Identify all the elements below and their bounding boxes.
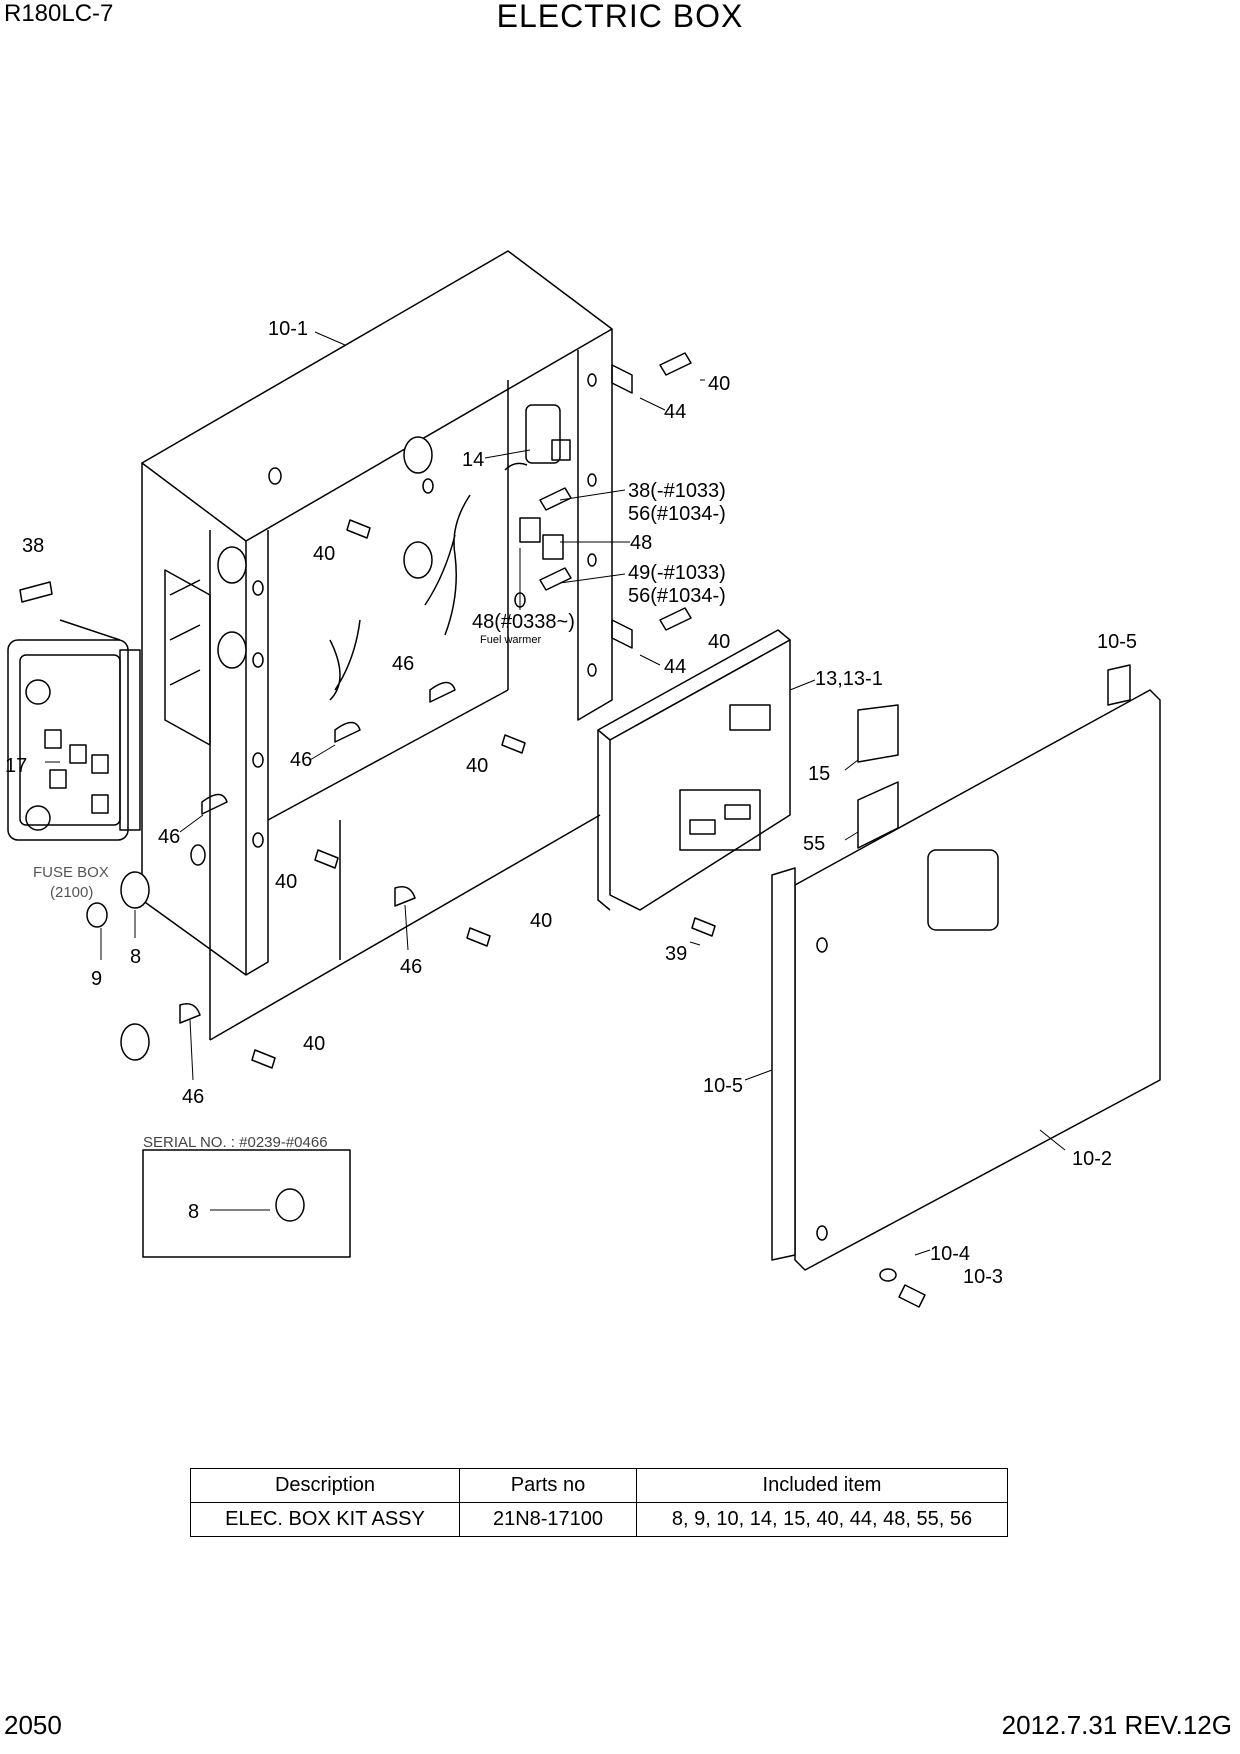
callout-48: 48 [630,532,652,554]
callout-10-1: 10-1 [268,318,308,340]
callout-44: 44 [664,401,686,423]
fuse-box-number: (2100) [50,884,93,901]
callout-10-4: 10-4 [930,1243,970,1265]
fuse-box-label: FUSE BOX [33,864,109,881]
callout-10-5: 10-5 [1097,631,1137,653]
callout-9: 9 [91,968,102,990]
callout-46: 46 [290,749,312,771]
callout-17: 17 [5,755,27,777]
controller-13 [597,629,791,911]
callout-48-fuel-warmer: 48(#0338~) [472,611,575,633]
bracket-44a [611,364,633,394]
callout-44: 44 [664,656,686,678]
table-cell: 8, 9, 10, 14, 15, 40, 44, 48, 55, 56 [636,1502,1008,1537]
revision-date: 2012.7.31 REV.12G [1001,1710,1232,1740]
callout-40: 40 [275,871,297,893]
bracket-44b [611,619,633,649]
label-15 [857,704,899,763]
column-header: Description [190,1468,460,1503]
fuse-box-17 [7,619,141,841]
sensor-8-inset [275,1188,305,1222]
callout-10-5: 10-5 [703,1075,743,1097]
relay-48b [542,534,564,560]
callout-40: 40 [530,910,552,932]
table-cell: 21N8-17100 [459,1502,637,1537]
fuel-warmer-note: Fuel warmer [480,634,541,646]
callout-8: 8 [188,1201,199,1223]
page-title: ELECTRIC BOX [496,0,744,34]
callout-49-56: 49(-#1033) [628,562,726,584]
clamps-46 [179,681,456,1024]
model-number: R180LC-7 [4,0,114,27]
callout-40: 40 [708,373,730,395]
callout-14: 14 [462,449,484,471]
washer-9 [86,902,108,928]
callout-46: 46 [400,956,422,978]
cover-10-2 [794,689,1161,1271]
sensor-8b [120,1023,150,1061]
callout-10-3: 10-3 [963,1266,1003,1288]
callout-38: 38 [22,535,44,557]
relay-48a [519,517,541,543]
callout-10-2: 10-2 [1072,1148,1112,1170]
relay-14 [504,404,571,471]
callout-40: 40 [313,543,335,565]
table-cell: ELEC. BOX KIT ASSY [190,1502,460,1537]
callout-55: 55 [803,833,825,855]
callout-15: 15 [808,763,830,785]
column-header: Parts no [459,1468,637,1503]
callout-40: 40 [466,755,488,777]
callout-46: 46 [392,653,414,675]
callout-46: 46 [158,826,180,848]
table-header-row: Description Parts no Included item [190,1468,1008,1503]
callout-40: 40 [303,1033,325,1055]
callout-40: 40 [708,631,730,653]
wire-harness [329,494,471,701]
sensor-8a [120,871,150,909]
page-number: 2050 [4,1710,62,1740]
callout-13: 13,13-1 [815,668,883,690]
gasket-10-5-left [771,867,796,1261]
electric-box-housing [141,250,613,1041]
gasket-10-5-top [1107,664,1131,706]
callout-8: 8 [130,946,141,968]
column-header: Included item [636,1468,1008,1503]
callout-39: 39 [665,943,687,965]
callout-38-56: 38(-#1033) [628,480,726,502]
serial-number-note: SERIAL NO. : #0239-#0466 [143,1134,328,1151]
callout-46: 46 [182,1086,204,1108]
table-row: ELEC. BOX KIT ASSY 21N8-17100 8, 9, 10, … [190,1502,1008,1537]
parts-kit-table: Description Parts no Included item ELEC.… [190,1468,1008,1537]
callout-49-56-alt: 56(#1034-) [628,585,726,607]
serial-inset-box [142,1149,351,1258]
leader-lines [45,331,1066,1256]
callout-38-56-alt: 56(#1034-) [628,503,726,525]
